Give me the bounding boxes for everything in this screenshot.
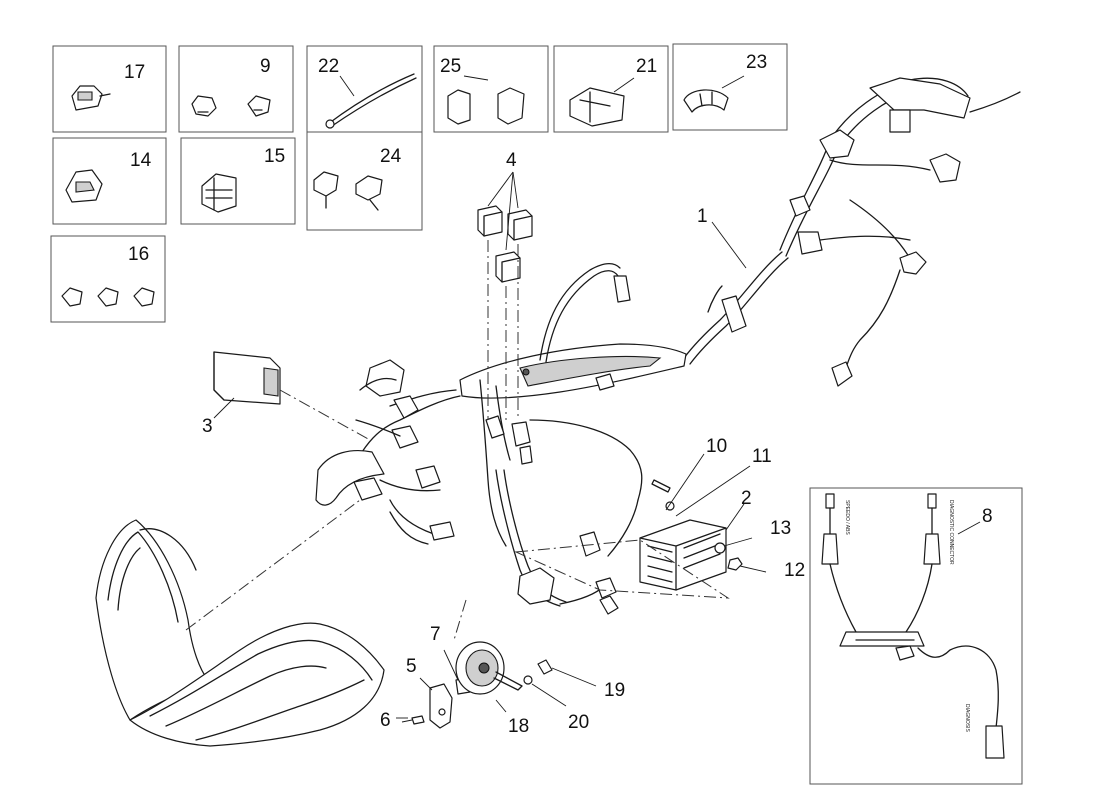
inset-24: 24 bbox=[306, 131, 423, 231]
label-23: 23 bbox=[746, 52, 767, 73]
label-16: 16 bbox=[128, 244, 149, 265]
label-6: 6 bbox=[380, 710, 391, 731]
label-20: 20 bbox=[568, 712, 589, 733]
horn-assembly bbox=[396, 599, 597, 729]
inset-17: 17 bbox=[52, 45, 167, 133]
svg-text:SPEEDO / ABS: SPEEDO / ABS bbox=[844, 500, 850, 535]
label-24: 24 bbox=[380, 146, 402, 167]
svg-text:DIAGNOSIS: DIAGNOSIS bbox=[964, 704, 970, 732]
label-13: 13 bbox=[770, 518, 791, 539]
label-14: 14 bbox=[130, 150, 152, 171]
control-unit bbox=[514, 453, 767, 599]
relays bbox=[477, 171, 533, 420]
inset-8-diagnostic-cable: SPEEDO / ABS DIAGNOSTIC CONNECTOR DIAGNO… bbox=[809, 487, 1023, 785]
label-4: 4 bbox=[506, 150, 517, 171]
label-17: 17 bbox=[124, 62, 145, 83]
label-25: 25 bbox=[440, 56, 461, 77]
inset-9: 9 bbox=[178, 45, 294, 133]
main-wiring-harness bbox=[315, 77, 1021, 615]
label-1: 1 bbox=[697, 206, 708, 227]
instrument-module bbox=[213, 351, 371, 441]
label-8: 8 bbox=[982, 506, 993, 527]
label-7: 7 bbox=[430, 624, 441, 645]
inset-16: 16 bbox=[50, 235, 166, 323]
label-5: 5 bbox=[406, 656, 417, 677]
inset-21: 21 bbox=[553, 45, 669, 133]
label-15: 15 bbox=[264, 146, 285, 167]
part-labels: 1 2 3 4 5 6 7 10 11 12 13 18 19 20 bbox=[202, 150, 805, 737]
label-21: 21 bbox=[636, 56, 657, 77]
inset-15: 15 bbox=[180, 137, 296, 225]
label-2: 2 bbox=[741, 488, 752, 509]
inset-14: 14 bbox=[52, 137, 167, 225]
inset-22: 22 bbox=[306, 45, 423, 133]
headlight-assembly bbox=[95, 499, 385, 747]
leader-lines bbox=[711, 221, 747, 269]
label-11: 11 bbox=[752, 446, 772, 467]
label-3: 3 bbox=[202, 416, 213, 437]
label-12: 12 bbox=[784, 560, 805, 581]
label-10: 10 bbox=[706, 436, 727, 457]
inset-23: 23 bbox=[672, 43, 788, 131]
label-22: 22 bbox=[318, 56, 339, 77]
label-18: 18 bbox=[508, 716, 529, 737]
label-9: 9 bbox=[260, 56, 271, 77]
svg-text:DIAGNOSTIC CONNECTOR: DIAGNOSTIC CONNECTOR bbox=[948, 500, 954, 565]
inset-25: 25 bbox=[433, 45, 549, 133]
label-19: 19 bbox=[604, 680, 625, 701]
